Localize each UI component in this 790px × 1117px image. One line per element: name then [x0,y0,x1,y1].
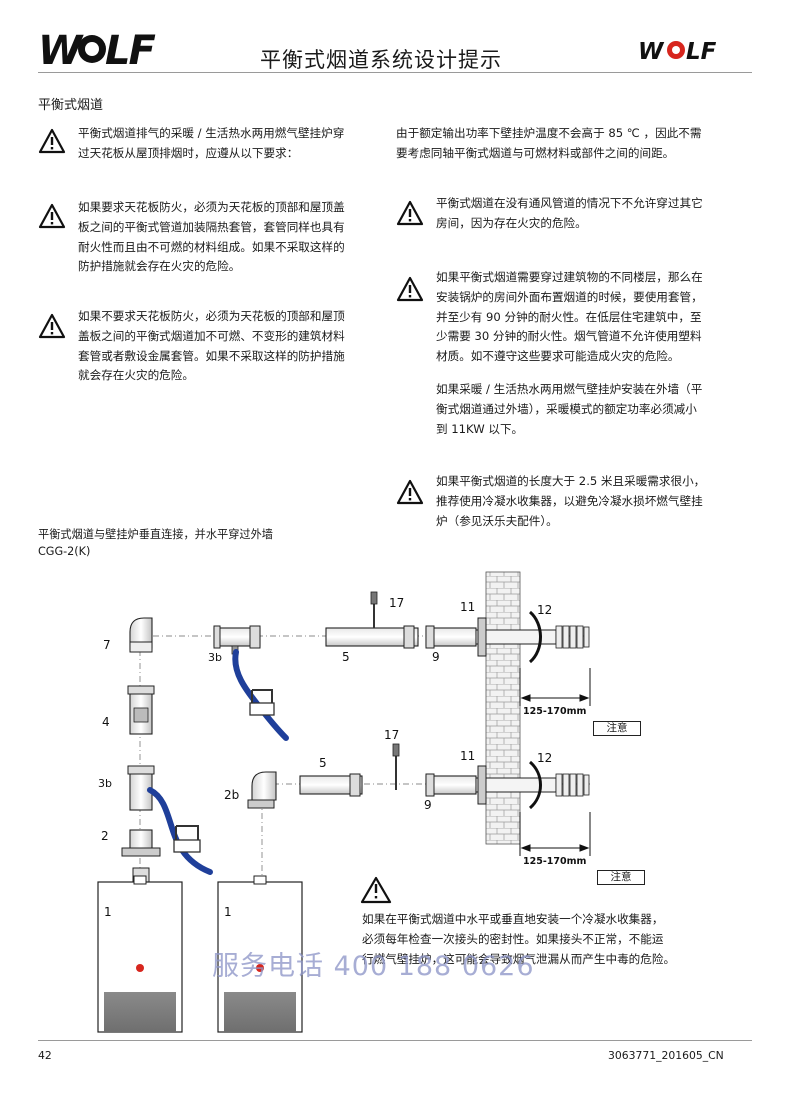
label-7: 7 [103,638,111,652]
label-9-lower: 9 [424,798,432,812]
figure-caption: 平衡式烟道与壁挂炉垂直连接，并水平穿过外墙 [38,528,273,541]
warning-icon [38,313,66,339]
page-title: 平衡式烟道系统设计提示 [260,48,502,72]
vertical-flue-stack [121,685,213,883]
warning-icon [396,276,424,302]
note-box-upper: 注意 [593,721,641,736]
label-2b: 2b [224,788,239,802]
note-box-lower: 注意 [597,870,645,885]
document-code: 3063771_201605_CN [608,1049,724,1062]
warning-icon [396,200,424,226]
header-divider [38,72,752,73]
dimension-lower: 125-170mm [523,856,587,867]
right-paragraph-1: 由于额定输出功率下壁挂炉温度不会高于 85 ℃ ，因此不需 要考虑同轴平衡式烟道… [396,126,702,160]
label-12-lower: 12 [537,751,552,765]
label-9-upper: 9 [432,650,440,664]
flue-installation-diagram: 7 4 3b 2 1 3b 5 17 9 11 12 2b 5 17 9 11 … [97,571,591,1033]
label-17-lower: 17 [384,728,399,742]
left-paragraph-3: 如果不要求天花板防火，必须为天花板的顶部和屋顶 盖板之间的平衡式烟道加不可燃、不… [78,309,345,383]
dimension-upper: 125-170mm [523,706,587,717]
wolf-logo-small: W LF [638,38,752,65]
condensate-warning-text: 如果在平衡式烟道中水平或垂直地安装一个冷凝水收集器， 必须每年检查一次接头的密封… [362,912,676,966]
phone-watermark: 服务电话 400 188 0626 [212,951,535,982]
label-2: 2 [101,829,109,843]
left-paragraph-1: 平衡式烟道排气的采暖 / 生活热水两用燃气壁挂炉穿 过天花板从屋顶排烟时，应遵从… [78,126,345,160]
label-5-upper: 5 [342,650,350,664]
upper-flue-assembly [129,591,590,741]
label-5-lower: 5 [319,756,327,770]
svg-text:W: W [638,39,665,62]
page-number: 42 [38,1049,52,1062]
right-paragraph-5: 如果平衡式烟道的长度大于 2.5 米且采暖需求很小， 推荐使用冷凝水收集器，以避… [436,474,706,528]
right-paragraph-4: 如果采暖 / 生活热水两用燃气壁挂炉安装在外墙（平 衡式烟道通过外墙），采暖模式… [436,382,703,436]
label-17-upper: 17 [389,596,404,610]
boiler-right [217,875,303,1033]
lower-flue-assembly [247,743,590,810]
label-11-upper: 11 [460,600,475,614]
label-12-upper: 12 [537,603,552,617]
brick-wall [485,571,521,845]
label-4: 4 [102,715,110,729]
warning-icon [360,876,392,904]
warning-icon [38,128,66,154]
label-1-left: 1 [104,905,112,919]
svg-text:LF: LF [686,39,717,62]
label-3b-upper: 3b [208,651,222,664]
footer-divider [38,1040,752,1041]
label-1-right: 1 [224,905,232,919]
warning-icon [38,203,66,229]
right-paragraph-2: 平衡式烟道在没有通风管道的情况下不允许穿过其它 房间，因为存在火灾的危险。 [436,196,703,230]
label-11-lower: 11 [460,749,475,763]
figure-model: CGG-2(K) [38,545,91,558]
wolf-logo: W LF [38,28,166,74]
svg-text:LF: LF [105,28,155,70]
left-paragraph-2: 如果要求天花板防火，必须为天花板的顶部和屋顶盖 板之间的平衡式管道加装隔热套管，… [78,200,345,274]
svg-text:W: W [38,28,84,70]
label-3b-left: 3b [98,777,112,790]
warning-icon [396,479,424,505]
right-paragraph-3: 如果平衡式烟道需要穿过建筑物的不同楼层，那么在 安装锅炉的房间外面布置烟道的时候… [436,270,703,364]
section-title: 平衡式烟道 [38,98,104,113]
boiler-left [97,875,183,1033]
